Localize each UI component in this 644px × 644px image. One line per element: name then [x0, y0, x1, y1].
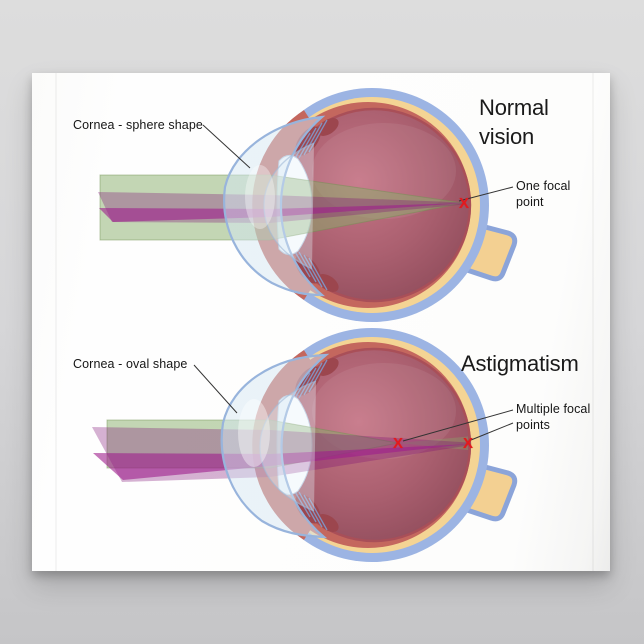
light-beam-green-defocus [398, 436, 468, 450]
focal-point-label-astigmatism: Multiple focal points [516, 402, 591, 432]
cornea-oval-shape [220, 353, 330, 539]
eye-diagram-svg [92, 73, 610, 571]
cornea-label-line [202, 124, 251, 169]
cornea-label-astigmatism: Cornea - oval shape [73, 357, 188, 371]
focal-x-mark: X [462, 435, 473, 452]
cornea-highlight [238, 399, 270, 467]
cornea-label-line [193, 364, 238, 414]
astigmatism-eye [92, 328, 515, 562]
focal-point-label-normal: One focal point [516, 179, 571, 209]
panel-title-normal-vision: Normal vision [479, 95, 549, 150]
focal-label-line [402, 409, 514, 442]
anterior-lens-contour [259, 380, 317, 512]
focal-x-mark: X [392, 435, 403, 452]
panel-title-astigmatism: Astigmatism [461, 351, 579, 376]
cornea-label-normal: Cornea - sphere shape [73, 118, 203, 132]
poster: Cornea - sphere shape Normal vision One … [32, 73, 610, 571]
focal-label-line [458, 186, 514, 202]
anterior-lens-contour [263, 142, 315, 270]
cornea-highlight [245, 165, 275, 229]
normal-vision-eye [98, 88, 515, 322]
focal-x-mark: X [458, 195, 469, 212]
focal-label-line [470, 422, 514, 441]
cornea-sphere-shape [223, 115, 326, 297]
